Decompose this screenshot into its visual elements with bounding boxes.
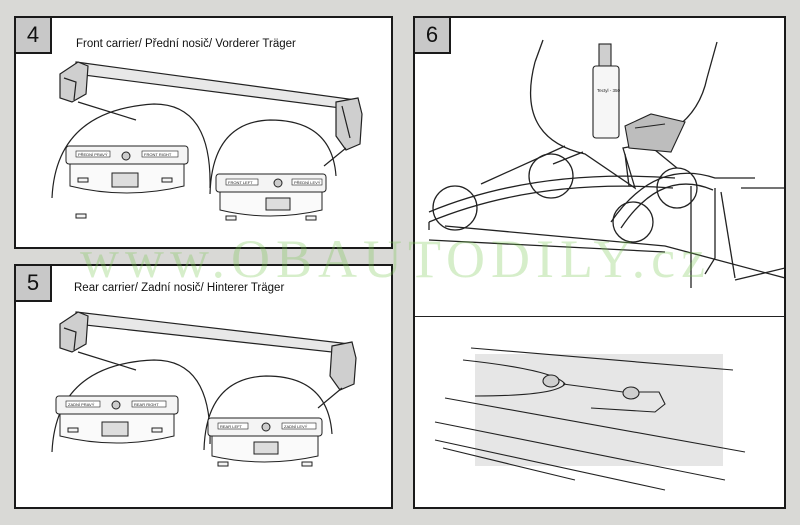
tag-right-1: REAR LEFT [220,424,243,429]
tag-left-2: REAR RIGHT [134,402,159,407]
step-caption: Rear carrier/ Zadní nosič/ Hinterer Träg… [74,282,285,294]
step-caption: Front carrier/ Přední nosič/ Vorderer Tr… [76,38,296,50]
panel-divider [415,316,784,317]
tag-left-2: FRONT RIGHT [144,152,172,157]
tag-right-1: FRONT LEFT [228,180,253,185]
step-number: 5 [16,266,52,302]
bottle-label: Tectyl - 350 [597,88,621,93]
step-6-panel: 6 [413,16,786,509]
step-number: 4 [16,18,52,54]
tag-left-1: ZADNÍ PRAVÝ [68,402,95,407]
step-number: 6 [415,18,451,54]
rear-carrier-illustration: ZADNÍ PRAVÝ REAR RIGHT REAR LEFT ZADNÍ L… [51,311,357,467]
tag-left-1: PŘEDNÍ PRAVÝ [78,152,108,157]
front-carrier-illustration: PŘEDNÍ PRAVÝ FRONT RIGHT FRONT LEFT PŘED… [51,61,363,221]
step-5-panel: 5 Rear carrier/ Zadní nosič/ Hinterer Tr… [14,264,393,509]
step-4-panel: 4 Front carrier/ Přední nosič/ Vorderer … [14,16,393,249]
tag-right-2: PŘEDNÍ LEVÝ [294,180,321,185]
tag-right-2: ZADNÍ LEVÝ [284,424,308,429]
roof-cleaning-illustration: Tectyl - 350 [428,39,784,491]
